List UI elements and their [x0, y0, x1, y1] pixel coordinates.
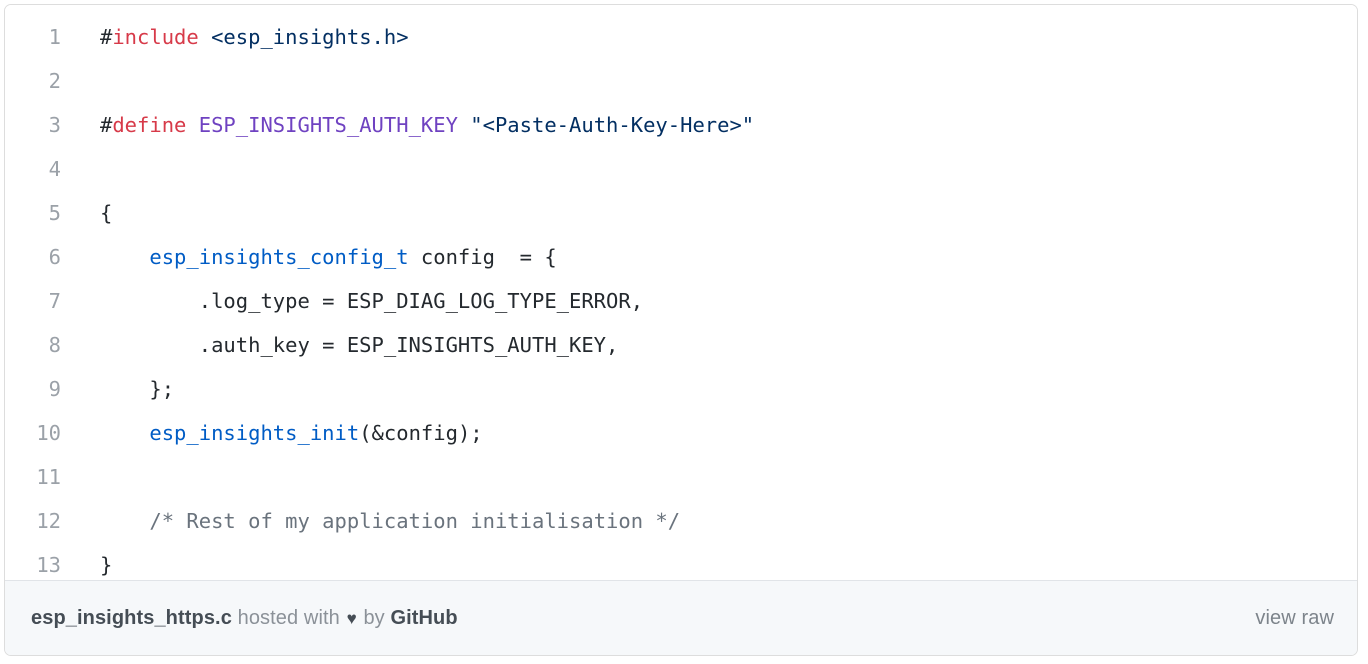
code-line: 6 esp_insights_config_t config = { — [5, 235, 1357, 279]
line-content[interactable]: .auth_key = ESP_INSIGHTS_AUTH_KEY, — [61, 323, 1357, 367]
code-line: 5{ — [5, 191, 1357, 235]
code-line: 3#define ESP_INSIGHTS_AUTH_KEY "<Paste-A… — [5, 103, 1357, 147]
code-token-plain — [186, 113, 198, 137]
line-content[interactable]: { — [61, 191, 1357, 235]
code-table: 1#include <esp_insights.h>2 3#define ESP… — [5, 15, 1357, 580]
heart-icon: ♥ — [346, 608, 357, 628]
line-number: 12 — [36, 509, 61, 533]
code-line: 12 /* Rest of my application initialisat… — [5, 499, 1357, 543]
gist-footer: esp_insights_https.c hosted with ♥ by Gi… — [5, 580, 1357, 655]
code-token-str: "<Paste-Auth-Key-Here>" — [470, 113, 755, 137]
line-content[interactable]: }; — [61, 367, 1357, 411]
code-token-plain: .log_type = ESP_DIAG_LOG_TYPE_ERROR, — [100, 289, 644, 313]
line-content[interactable]: } — [61, 543, 1357, 580]
code-token-plain — [458, 113, 470, 137]
line-number: 8 — [48, 333, 61, 357]
gist-footer-info: esp_insights_https.c hosted with ♥ by Gi… — [31, 607, 458, 630]
line-content[interactable] — [61, 147, 1357, 191]
line-content[interactable]: /* Rest of my application initialisation… — [61, 499, 1357, 543]
code-token-plain: }; — [100, 377, 175, 401]
code-token-plain: config = { — [408, 245, 557, 269]
code-token-type: esp_insights_config_t — [149, 245, 409, 269]
line-number: 4 — [48, 157, 61, 181]
code-token-kw: define — [112, 113, 187, 137]
code-line: 4 — [5, 147, 1357, 191]
line-content[interactable]: #define ESP_INSIGHTS_AUTH_KEY "<Paste-Au… — [61, 103, 1357, 147]
code-token-plain: # — [100, 25, 113, 49]
line-number: 6 — [48, 245, 61, 269]
code-token-plain: .auth_key = ESP_INSIGHTS_AUTH_KEY, — [100, 333, 619, 357]
code-line: 1#include <esp_insights.h> — [5, 15, 1357, 59]
gist-embed-container: 1#include <esp_insights.h>2 3#define ESP… — [4, 4, 1358, 656]
code-line: 7 .log_type = ESP_DIAG_LOG_TYPE_ERROR, — [5, 279, 1357, 323]
line-content[interactable] — [61, 455, 1357, 499]
code-token-plain — [100, 421, 149, 445]
line-content[interactable] — [61, 59, 1357, 103]
code-token-plain: { — [100, 201, 113, 225]
code-table-body: 1#include <esp_insights.h>2 3#define ESP… — [5, 15, 1357, 580]
code-line: 8 .auth_key = ESP_INSIGHTS_AUTH_KEY, — [5, 323, 1357, 367]
gist-filename: esp_insights_https.c — [31, 606, 232, 629]
line-number: 5 — [48, 201, 61, 225]
code-token-comment: /* Rest of my application initialisation… — [149, 509, 681, 533]
code-line: 2 — [5, 59, 1357, 103]
line-content[interactable]: esp_insights_config_t config = { — [61, 235, 1357, 279]
code-block: 1#include <esp_insights.h>2 3#define ESP… — [5, 5, 1357, 580]
line-content[interactable]: .log_type = ESP_DIAG_LOG_TYPE_ERROR, — [61, 279, 1357, 323]
by-label: by — [363, 606, 385, 629]
line-number: 10 — [36, 421, 61, 445]
view-raw-link[interactable]: view raw — [1255, 606, 1334, 629]
line-number: 9 — [48, 377, 61, 401]
code-token-fn: esp_insights_init — [149, 421, 360, 445]
code-line: 11 — [5, 455, 1357, 499]
line-number: 7 — [48, 289, 61, 313]
line-number: 11 — [36, 465, 61, 489]
line-content[interactable]: esp_insights_init(&config); — [61, 411, 1357, 455]
code-token-kw: include — [112, 25, 199, 49]
line-content[interactable]: #include <esp_insights.h> — [61, 15, 1357, 59]
line-number: 3 — [48, 113, 61, 137]
code-token-plain: (&config); — [359, 421, 483, 445]
github-brand-label: GitHub — [390, 606, 458, 629]
code-line: 13} — [5, 543, 1357, 580]
hosted-with-label: hosted with — [237, 606, 340, 629]
code-line: 9 }; — [5, 367, 1357, 411]
line-number: 1 — [48, 25, 61, 49]
code-line: 10 esp_insights_init(&config); — [5, 411, 1357, 455]
code-token-plain: } — [100, 553, 113, 577]
code-token-plain: # — [100, 113, 113, 137]
line-number: 2 — [48, 69, 61, 93]
code-token-const: ESP_INSIGHTS_AUTH_KEY — [198, 113, 458, 137]
code-token-plain — [199, 25, 211, 49]
line-number: 13 — [36, 553, 61, 577]
code-token-plain — [100, 245, 149, 269]
code-token-str: <esp_insights.h> — [211, 25, 409, 49]
code-token-plain — [100, 509, 149, 533]
